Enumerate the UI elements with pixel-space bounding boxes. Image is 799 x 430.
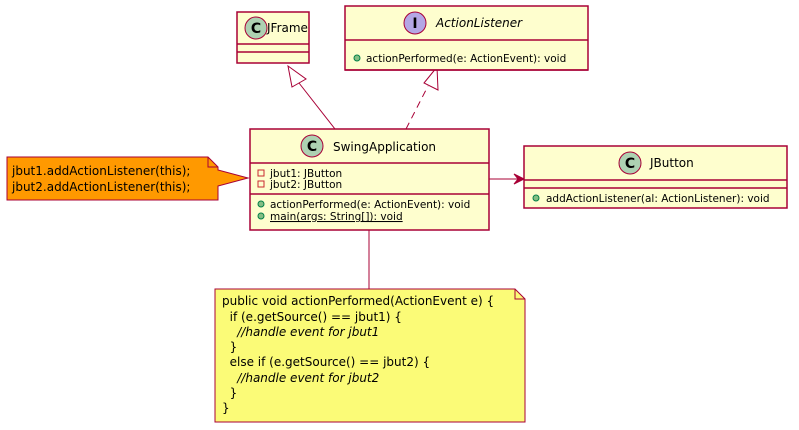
class-badge-letter: C [251, 21, 261, 37]
note-line: jbut1.addActionListener(this); [11, 164, 190, 178]
relation-implements-actionlistener [405, 65, 439, 130]
relation-extends-jframe [287, 64, 336, 130]
class-swingapplication[interactable]: C SwingApplication jbut1: JButton jbut2:… [249, 128, 490, 231]
note-line: } [222, 386, 237, 400]
method-text: actionPerformed(e: ActionEvent): void [366, 53, 566, 65]
class-jframe[interactable]: C JFrame [236, 11, 310, 64]
class-badge-icon: C [618, 151, 642, 175]
interface-badge-letter: I [412, 16, 417, 32]
public-visibility-icon [532, 194, 540, 202]
class-badge-icon: C [300, 134, 324, 158]
class-name: JButton [649, 156, 694, 170]
note-line: jbut2.addActionListener(this); [11, 180, 190, 194]
note-line: public void actionPerformed(ActionEvent … [222, 294, 494, 308]
interface-name: ActionListener [435, 16, 523, 30]
class-name: SwingApplication [333, 140, 436, 154]
class-jbutton[interactable]: C JButton addActionListener(al: ActionLi… [523, 145, 788, 209]
field-text: jbut2: JButton [269, 179, 342, 191]
public-visibility-icon [257, 200, 265, 208]
public-visibility-icon [353, 54, 361, 62]
interface-actionlistener[interactable]: I ActionListener actionPerformed(e: Acti… [344, 5, 589, 71]
class-badge-letter: C [625, 156, 635, 172]
class-badge-icon: C [244, 16, 268, 40]
note-line: //handle event for jbut2 [222, 371, 379, 385]
interface-badge-icon: I [403, 11, 427, 35]
note-line: else if (e.getSource() == jbut2) { [222, 355, 430, 369]
static-method-text: main(args: String[]): void [270, 211, 403, 223]
note-line: if (e.getSource() == jbut1) { [222, 310, 402, 324]
note-line: } [222, 401, 230, 415]
public-visibility-icon [257, 212, 265, 220]
class-name: JFrame [266, 21, 308, 35]
relation-association-jbutton [489, 173, 526, 185]
note-line: //handle event for jbut1 [222, 325, 379, 339]
note-left[interactable]: jbut1.addActionListener(this); jbut2.add… [6, 156, 250, 201]
class-badge-letter: C [307, 139, 317, 155]
method-text: addActionListener(al: ActionListener): v… [546, 193, 770, 205]
note-line: } [222, 340, 237, 354]
private-visibility-icon [257, 169, 265, 177]
note-bottom[interactable]: public void actionPerformed(ActionEvent … [214, 288, 526, 423]
private-visibility-icon [257, 180, 265, 188]
field-text: jbut1: JButton [269, 168, 342, 180]
method-text: actionPerformed(e: ActionEvent): void [270, 199, 470, 211]
